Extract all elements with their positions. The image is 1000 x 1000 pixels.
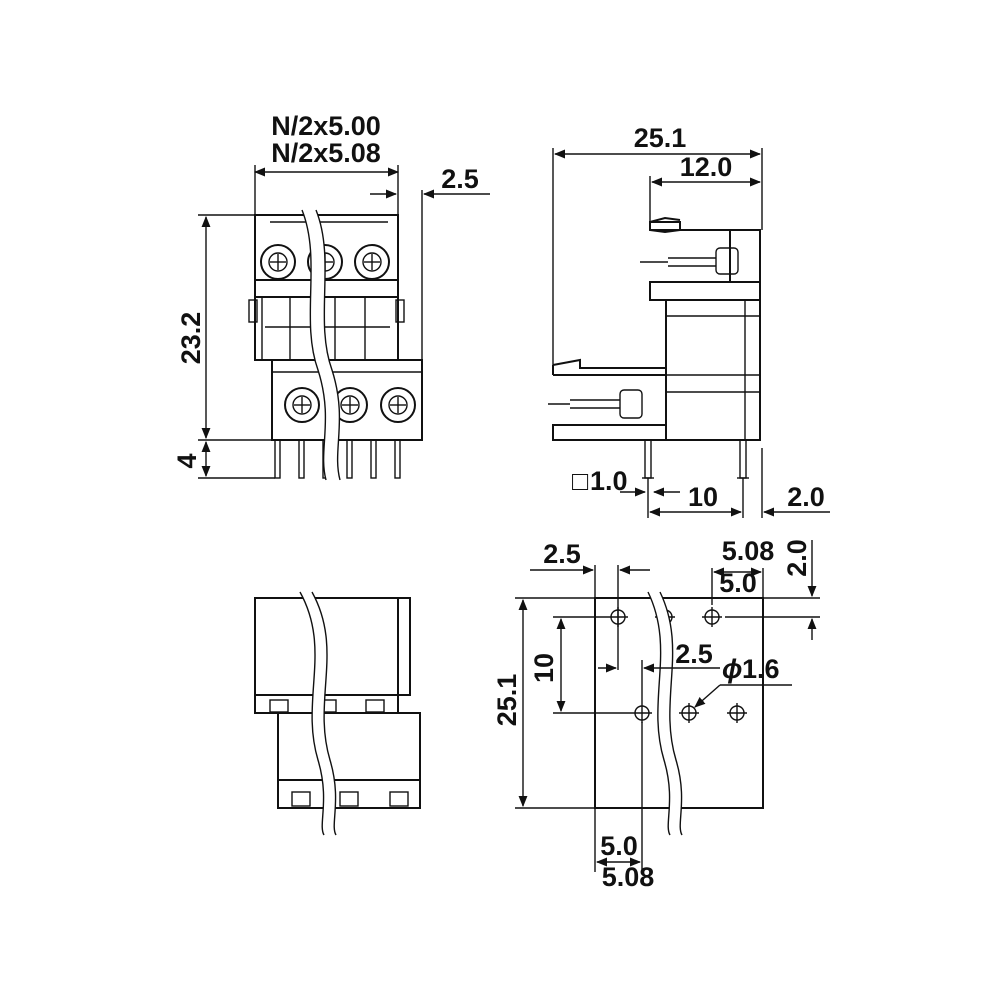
- top-view: [254, 591, 421, 836]
- front-view: [248, 209, 423, 481]
- pitch-label-b: N/2x5.08: [271, 138, 381, 168]
- depth-label: 25.1: [634, 123, 687, 153]
- lower-screw: [380, 387, 416, 423]
- pitch-top-b-label: 5.0: [719, 568, 757, 598]
- upper-screw: [354, 244, 390, 280]
- row-spacing-label: 10: [529, 653, 559, 683]
- hole-offset-left-label: 2.5: [543, 539, 581, 569]
- mounting-hole: [702, 607, 722, 627]
- front-dimensions: N/2x5.00 N/2x5.08 2.5 23.2 4: [172, 111, 490, 479]
- diameter-prefix: ϕ: [722, 654, 742, 684]
- pitch-label-a: N/2x5.00: [271, 111, 381, 141]
- pitch-bottom-b-label: 5.08: [602, 862, 655, 892]
- pitch-bottom-a-label: 5.0: [600, 831, 638, 861]
- hole-pattern-view: [594, 591, 764, 836]
- lower-screw: [284, 387, 320, 423]
- diameter-label: 1.6: [742, 654, 780, 684]
- pin-size-prefix: □: [572, 466, 589, 496]
- pin-spacing-label: 10: [688, 482, 718, 512]
- front-upper-housing: [254, 214, 399, 361]
- row-offset-label: 2.5: [675, 639, 713, 669]
- offset-label: 2.5: [441, 164, 479, 194]
- mounting-hole: [727, 703, 747, 723]
- total-height-label: 25.1: [492, 674, 522, 727]
- pin-offset-label: 2.0: [787, 482, 825, 512]
- upper-depth-label: 12.0: [680, 152, 733, 182]
- pin-size-label: 1.0: [590, 466, 628, 496]
- side-dimensions: 25.1 12.0 □ 1.0 10 2.0: [552, 123, 830, 518]
- top-lower-block: [277, 712, 421, 809]
- pin-length-label: 4: [172, 453, 202, 468]
- hole-dimensions: 2.5 5.08 5.0 2.0 10 25.1 2.5 ϕ 1.6 5.0 5…: [492, 536, 820, 892]
- mounting-hole: [679, 703, 699, 723]
- side-view: [548, 216, 761, 479]
- mounting-hole: [632, 703, 652, 723]
- top-margin-label: 2.0: [782, 539, 812, 577]
- pitch-top-a-label: 5.08: [722, 536, 775, 566]
- upper-screw: [260, 244, 296, 280]
- height-label: 23.2: [176, 312, 206, 365]
